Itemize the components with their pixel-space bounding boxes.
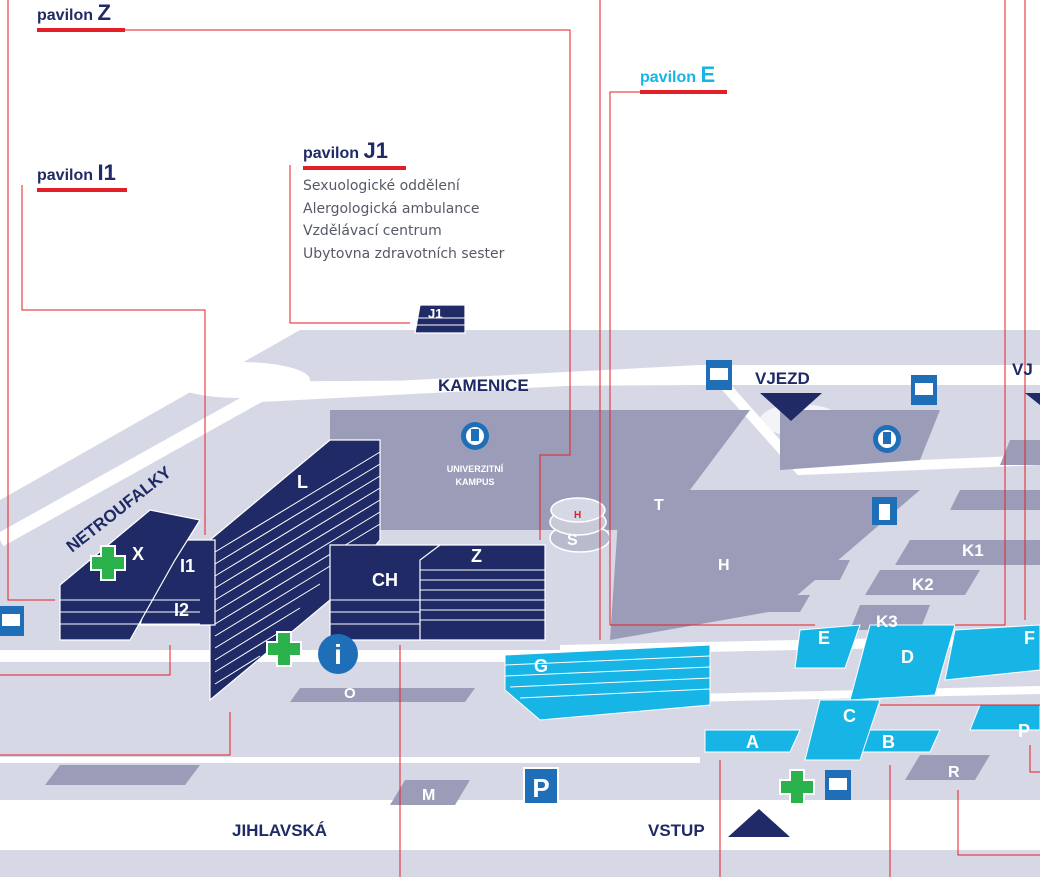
callout-prefix: pavilon xyxy=(640,69,697,86)
building-label-i1: I1 xyxy=(180,556,195,576)
entrance-vstup: VSTUP xyxy=(648,821,705,840)
callout-pavilon-z: pavilon Z xyxy=(37,0,125,32)
building-label-o: O xyxy=(344,685,356,702)
building-label-l: L xyxy=(297,472,308,492)
cyan-buildings xyxy=(504,624,1040,761)
navy-buildings xyxy=(59,304,546,702)
callout-prefix: pavilon xyxy=(37,7,94,24)
building-label-x: X xyxy=(132,544,144,564)
callout-pavilon-e: pavilon E xyxy=(640,62,727,94)
pharmacy-cross-icon xyxy=(266,631,302,667)
callout-pavilon-j1: pavilon J1 xyxy=(303,138,406,170)
callout-code: Z xyxy=(97,0,111,25)
vstup-arrow-icon xyxy=(728,809,790,837)
bus-stop-icon xyxy=(0,606,24,636)
building-label-ch: CH xyxy=(372,570,398,590)
j1-department-list: Sexuologické oddělení Alergologická ambu… xyxy=(303,175,504,265)
building-label-k3: K3 xyxy=(876,612,898,631)
vjezd-arrow-icon xyxy=(760,393,822,421)
building-label-z: Z xyxy=(471,546,482,566)
department-item: Alergologická ambulance xyxy=(303,200,480,217)
department-item: Vzdělávací centrum xyxy=(303,223,442,239)
department-item: Sexuologické oddělení xyxy=(303,178,460,194)
bus-stop-icon xyxy=(706,360,732,390)
building-label-i2: I2 xyxy=(174,600,189,620)
campus-label-line1: UNIVERZITNÍ xyxy=(447,464,504,474)
building-label-r: R xyxy=(948,764,960,781)
building-label-e: E xyxy=(818,628,830,648)
info-icon-label: i xyxy=(334,639,342,670)
building-label-k2: K2 xyxy=(912,575,934,594)
info-icon xyxy=(318,634,358,674)
building-label-a: A xyxy=(746,732,759,752)
callout-prefix: pavilon xyxy=(303,145,360,162)
bus-stop-icon xyxy=(911,375,937,405)
building-label-g: G xyxy=(534,656,548,676)
parking-icon xyxy=(523,767,559,805)
street-kamenice: KAMENICE xyxy=(438,376,529,395)
vjezd-right-arrow-icon xyxy=(1025,393,1040,405)
building-label-b: B xyxy=(882,732,895,752)
building-label-m: M xyxy=(422,787,435,804)
callout-pavilon-i1: pavilon I1 xyxy=(37,160,127,192)
building-label-j1: J1 xyxy=(428,306,442,321)
pharmacy-cross-icon xyxy=(779,769,815,805)
building-label-d: D xyxy=(901,647,914,667)
callout-code: E xyxy=(700,62,716,87)
building-label-s: S xyxy=(567,532,578,549)
building-label-c: C xyxy=(843,706,856,726)
building-labels: L CH Z X I1 I2 J1 S H T H O M G A B C D … xyxy=(132,306,1035,804)
callout-code: I1 xyxy=(97,160,116,185)
grey-buildings xyxy=(45,410,1040,805)
callout-underline xyxy=(640,90,727,94)
entrance-vjezd-right: VJ xyxy=(1012,360,1033,379)
entrance-vjezd: VJEZD xyxy=(755,369,810,388)
chapel-icon xyxy=(872,497,897,525)
street-jihlavska: JIHLAVSKÁ xyxy=(232,821,327,840)
building-label-f: F xyxy=(1024,628,1035,648)
building-label-t: T xyxy=(654,497,664,514)
callout-underline xyxy=(303,166,406,170)
building-label-h-small: H xyxy=(574,510,581,521)
building-label-k1: K1 xyxy=(962,541,984,560)
building-label-p-right: P xyxy=(1018,721,1030,741)
callout-prefix: pavilon xyxy=(37,167,94,184)
parking-icon-label: P xyxy=(532,773,549,803)
bus-stop-icon xyxy=(825,770,851,800)
metro-icon xyxy=(461,422,489,450)
callout-underline xyxy=(37,188,127,192)
department-item: Ubytovna zdravotních sester xyxy=(303,245,505,262)
pharmacy-cross-icon xyxy=(90,545,126,581)
building-label-h: H xyxy=(718,557,730,574)
campus-label-line2: KAMPUS xyxy=(455,477,494,487)
callout-code: J1 xyxy=(363,138,388,163)
helipad-building-s xyxy=(549,497,611,553)
metro-icon xyxy=(873,425,901,453)
callout-underline xyxy=(37,28,125,32)
